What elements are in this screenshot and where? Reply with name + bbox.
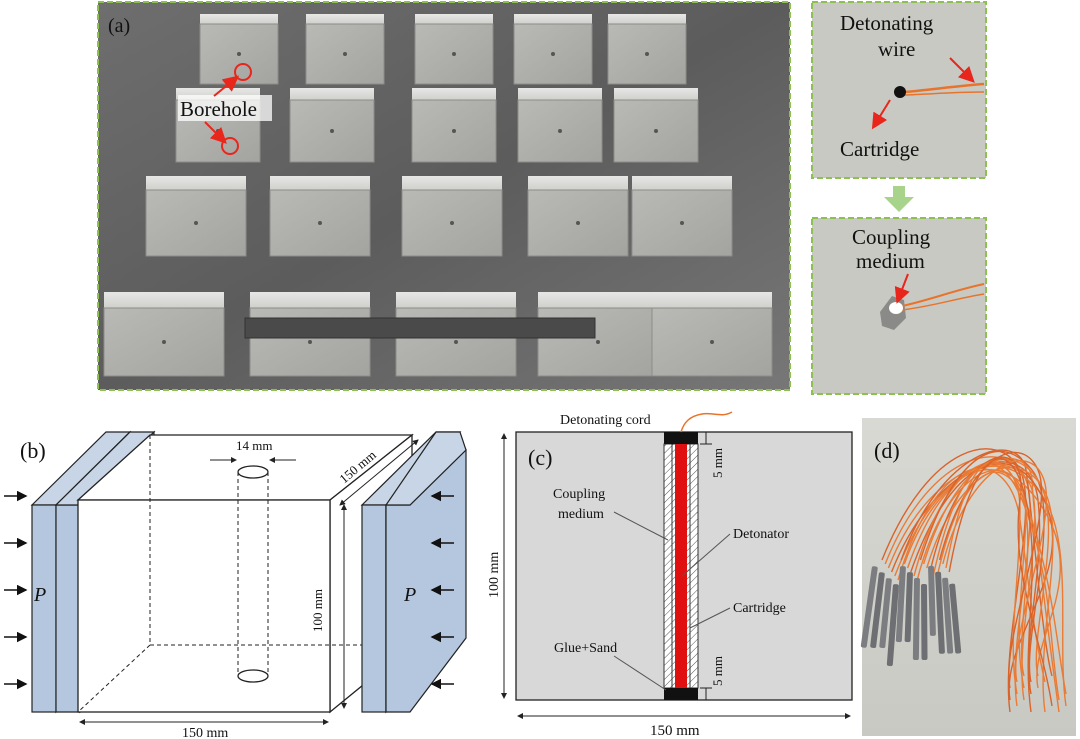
inset-cartridge-label: Cartridge: [840, 137, 919, 161]
lead-wire: [948, 458, 1033, 713]
concrete-block: [103, 292, 225, 377]
left-pressure-arrows: [4, 490, 28, 690]
panel-b-label: (b): [20, 438, 46, 463]
steel-ruler: [244, 317, 596, 339]
coupling-medium-label-2: medium: [558, 507, 604, 522]
dimension-bottom-gap: 5 mm: [700, 656, 725, 700]
svg-text:5 mm: 5 mm: [710, 448, 725, 478]
svg-text:100 mm: 100 mm: [487, 552, 502, 598]
lead-wire: [884, 456, 1031, 707]
svg-text:100 mm: 100 mm: [310, 589, 325, 632]
detonator-tube: [912, 578, 920, 661]
panel-d: (d): [860, 418, 1076, 736]
pressure-right-label: P: [403, 584, 416, 606]
panel-a: (a) Borehole Detonating wire Cartridge: [97, 1, 987, 395]
concrete-block: [401, 176, 503, 257]
inset-coupling-label-2: medium: [856, 249, 925, 273]
svg-text:5 mm: 5 mm: [710, 656, 725, 686]
svg-text:150 mm: 150 mm: [182, 726, 228, 739]
concrete-block: [631, 176, 733, 257]
detonator-label: Detonator: [733, 527, 789, 542]
concrete-block: [613, 88, 699, 163]
panel-c-label: (c): [528, 445, 552, 470]
bottom-glue-sand: [664, 688, 698, 700]
panel-a-label: (a): [108, 15, 130, 37]
detonator-tube: [879, 578, 892, 649]
lead-wire: [938, 451, 1043, 689]
panel-d-label: (d): [874, 438, 900, 463]
cartridge-dot: [894, 86, 906, 98]
top-glue-sand: [664, 432, 698, 444]
concrete-block: [305, 14, 385, 85]
detonator-tubes: [860, 565, 962, 667]
concrete-block: [517, 88, 603, 163]
detonator-charge: [675, 444, 687, 688]
borehole-marker-2: [221, 137, 239, 155]
lead-wire: [890, 461, 1041, 695]
borehole-arrow-1: [213, 75, 240, 97]
detonating-wire-label-2: wire: [878, 37, 915, 61]
concrete-block: [411, 88, 497, 163]
lead-wire: [922, 458, 1050, 677]
concrete-block: [269, 176, 371, 257]
lead-wire: [900, 449, 1053, 677]
detonator-tube: [935, 571, 945, 654]
dimension-width: 150 mm: [79, 719, 329, 739]
concrete-block: [651, 292, 773, 377]
borehole-label: Borehole: [180, 97, 257, 121]
right-loading-plate: P: [360, 431, 467, 714]
borehole-marker-1: [234, 63, 252, 81]
concrete-block: [527, 176, 629, 257]
dimension-top-gap: 5 mm: [700, 432, 725, 478]
lead-wire: [926, 466, 1054, 713]
coupling-medium-label-1: Coupling: [553, 487, 605, 502]
dimension-section-height: 100 mm: [487, 433, 507, 699]
concrete-block: [145, 176, 247, 257]
right-pressure-arrows: [430, 490, 454, 690]
inset-coupling: Coupling medium: [811, 217, 987, 395]
detonator-tube: [921, 583, 928, 660]
detonator-tube: [904, 572, 913, 643]
specimen-blocks: [103, 14, 773, 377]
detonator-tube: [942, 577, 954, 654]
concrete-block: [289, 88, 375, 163]
concrete-block: [607, 14, 687, 85]
inset-coupling-label-1: Coupling: [852, 225, 931, 249]
panel-a-frame: [97, 1, 791, 391]
specimen-photo: [98, 2, 790, 390]
svg-text:150 mm: 150 mm: [650, 723, 700, 739]
detonator-tube: [860, 566, 878, 648]
cartridge-label: Cartridge: [733, 601, 786, 616]
concrete-block: [199, 14, 279, 85]
detonator-tube: [870, 572, 885, 648]
dimension-height: 100 mm: [310, 504, 347, 709]
pressure-left-label: P: [33, 584, 46, 606]
concrete-block: [414, 14, 494, 85]
panel-b: (b) P: [4, 430, 467, 739]
process-arrow-icon: [884, 186, 914, 212]
glue-sand-label: Glue+Sand: [554, 641, 617, 656]
borehole-arrow-2: [204, 121, 227, 144]
lead-wire: [942, 460, 1048, 683]
detonating-wire-photo: [903, 82, 985, 94]
coupling-medium-dot: [889, 302, 903, 314]
svg-text:14 mm: 14 mm: [236, 438, 272, 453]
inset-cartridge: Detonating wire Cartridge: [811, 1, 987, 179]
detonator-tube: [949, 583, 962, 654]
detonating-wire-label-1: Detonating: [840, 11, 934, 35]
detonator-tube: [886, 584, 899, 667]
detonator-tube: [928, 565, 936, 636]
detonator-lead-wires: [881, 448, 1067, 713]
panel-c: (c) Detonating cord Coupling medium Deto…: [487, 411, 853, 739]
lead-wire: [945, 460, 1029, 677]
detonator-tube: [895, 566, 906, 643]
dimension-section-width: 150 mm: [517, 713, 851, 739]
detonating-cord-label: Detonating cord: [560, 413, 651, 428]
detonating-cord-wire: [680, 411, 733, 433]
concrete-block: [513, 14, 593, 85]
lead-wire: [910, 462, 1054, 701]
dimension-14mm: 14 mm: [210, 438, 296, 463]
